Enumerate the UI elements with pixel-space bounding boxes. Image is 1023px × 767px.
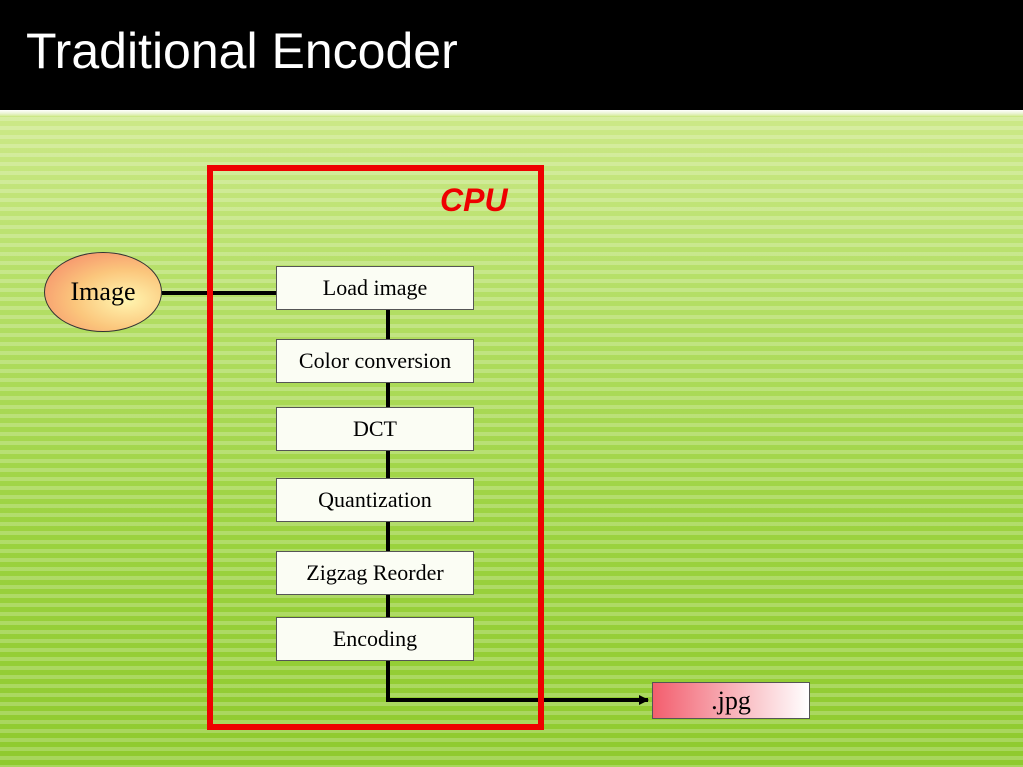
step-color-conversion: Color conversion — [276, 339, 474, 383]
step-load-image: Load image — [276, 266, 474, 310]
cpu-label: CPU — [440, 182, 508, 218]
title-divider — [0, 110, 1023, 116]
step-encoding: Encoding — [276, 617, 474, 661]
step-quantization: Quantization — [276, 478, 474, 522]
step-zigzag-reorder: Zigzag Reorder — [276, 551, 474, 595]
cpu-container — [207, 165, 544, 730]
input-image-node: Image — [44, 252, 162, 332]
step-dct: DCT — [276, 407, 474, 451]
output-jpg-node: .jpg — [652, 682, 810, 719]
slide-title: Traditional Encoder — [26, 23, 458, 79]
title-bar: Traditional Encoder — [0, 0, 1023, 110]
